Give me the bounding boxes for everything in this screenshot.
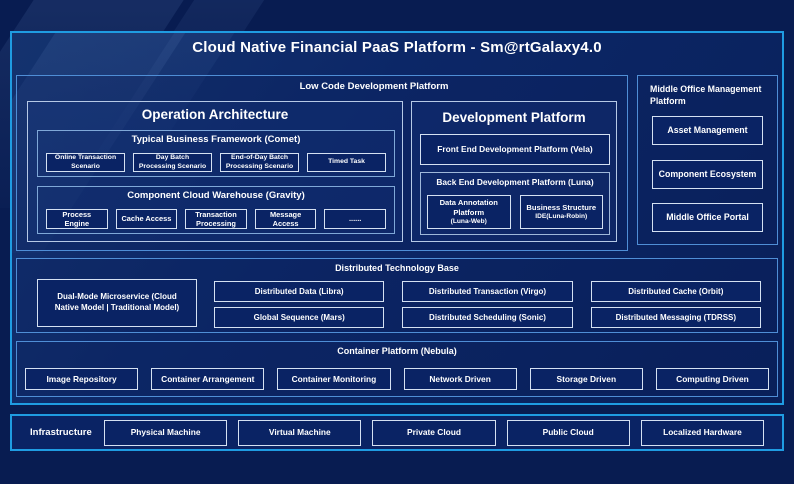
distributed-base-label: Distributed Technology Base — [335, 263, 459, 273]
gravity-warehouse-title: Component Cloud Warehouse (Gravity) — [127, 190, 305, 201]
main-panel: Cloud Native Financial PaaS Platform - S… — [10, 31, 784, 405]
distributed-item: Distributed Messaging (TDRSS) — [590, 307, 761, 328]
operation-architecture-title: Operation Architecture — [141, 107, 289, 122]
infrastructure-item: Private Cloud — [372, 419, 496, 446]
middle-office-item: Middle Office Portal — [652, 203, 763, 232]
back-end-platform-box: Back End Development Platform (Luna) Dat… — [420, 172, 610, 235]
back-end-item: Business Structure IDE(Luna-Robin) — [519, 195, 603, 229]
container-platform-label: Container Platform (Nebula) — [337, 346, 457, 356]
middle-office-label: Middle Office Management Platform — [650, 84, 762, 106]
comet-item: End-of-Day Batch Processing Scenario — [220, 153, 299, 172]
distributed-item: Distributed Scheduling (Sonic) — [402, 307, 573, 328]
low-code-platform-section: Low Code Development Platform Operation … — [16, 75, 628, 251]
infrastructure-item: Localized Hardware — [640, 419, 765, 446]
infrastructure-item: Physical Machine — [104, 419, 228, 446]
distributed-item: Distributed Data (Libra) — [214, 281, 385, 302]
gravity-item: Transaction Processing — [185, 209, 247, 229]
back-end-platform-title: Back End Development Platform (Luna) — [436, 177, 594, 187]
comet-framework-title: Typical Business Framework (Comet) — [131, 134, 301, 145]
infrastructure-items-row: Physical Machine Virtual Machine Private… — [104, 419, 782, 446]
container-item: Container Monitoring — [277, 368, 391, 390]
development-platform-box: Development Platform Front End Developme… — [411, 101, 617, 242]
comet-item: Day Batch Processing Scenario — [133, 153, 212, 172]
infrastructure-item: Public Cloud — [506, 419, 630, 446]
development-platform-title: Development Platform — [442, 110, 586, 125]
container-item: Image Repository — [25, 368, 139, 390]
gravity-warehouse-box: Component Cloud Warehouse (Gravity) Proc… — [37, 186, 395, 234]
distributed-items-grid: Distributed Data (Libra) Distributed Tra… — [214, 281, 761, 328]
comet-item: Online Transaction Scenario — [46, 153, 125, 172]
gravity-item: ...... — [324, 209, 386, 229]
comet-framework-box: Typical Business Framework (Comet) Onlin… — [37, 130, 395, 177]
comet-item: Timed Task — [307, 153, 386, 172]
infrastructure-item: Virtual Machine — [238, 419, 362, 446]
back-end-items-row: Data Annotation Platform (Luna-Web) Busi… — [427, 195, 603, 229]
operation-architecture-box: Operation Architecture Typical Business … — [27, 101, 403, 242]
container-item: Computing Driven — [655, 368, 770, 390]
gravity-item: Cache Access — [115, 209, 178, 229]
container-platform-section: Container Platform (Nebula) Image Reposi… — [16, 341, 778, 397]
front-end-platform-box: Front End Development Platform (Vela) — [420, 134, 610, 165]
distributed-item: Distributed Transaction (Virgo) — [402, 281, 573, 302]
container-item: Storage Driven — [529, 368, 643, 390]
middle-office-item: Component Ecosystem — [652, 159, 763, 189]
middle-office-item: Asset Management — [652, 116, 763, 145]
container-items-row: Image Repository Container Arrangement C… — [25, 368, 770, 390]
distributed-base-section: Distributed Technology Base Dual-Mode Mi… — [16, 258, 778, 333]
middle-office-section: Middle Office Management Platform Asset … — [637, 75, 778, 245]
gravity-items-row: Process Engine Cache Access Transaction … — [46, 209, 386, 229]
infrastructure-label: Infrastructure — [30, 427, 92, 438]
container-item: Container Arrangement — [151, 368, 265, 390]
container-item: Network Driven — [403, 368, 517, 390]
gravity-item: Process Engine — [46, 209, 108, 229]
middle-office-items: Asset Management Component Ecosystem Mid… — [652, 116, 763, 232]
distributed-item: Distributed Cache (Orbit) — [590, 281, 761, 302]
infrastructure-bar: Infrastructure Physical Machine Virtual … — [10, 414, 784, 451]
back-end-item: Data Annotation Platform (Luna-Web) — [427, 195, 511, 229]
low-code-platform-label: Low Code Development Platform — [299, 81, 449, 92]
gravity-item: Message Access — [254, 209, 317, 229]
comet-items-row: Online Transaction Scenario Day Batch Pr… — [46, 153, 386, 172]
page-title: Cloud Native Financial PaaS Platform - S… — [192, 39, 602, 56]
dual-mode-microservice-box: Dual-Mode Microservice (Cloud Native Mod… — [37, 279, 197, 327]
distributed-item: Global Sequence (Mars) — [214, 307, 385, 328]
